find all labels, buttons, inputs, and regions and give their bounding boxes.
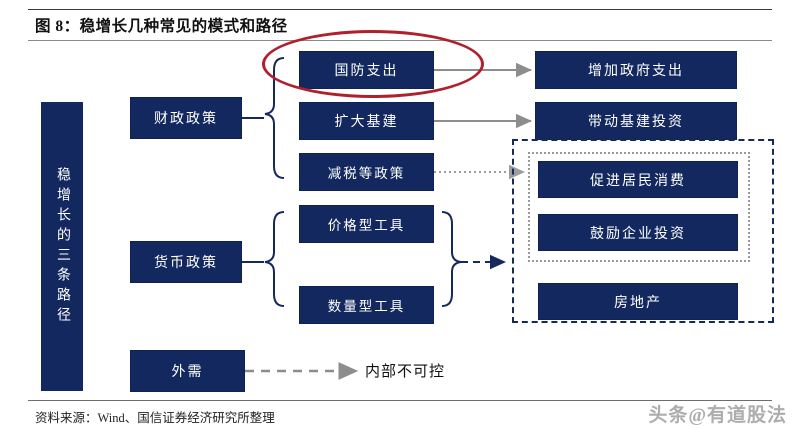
node-price-based-tools-label: 价格型工具 [327, 218, 406, 233]
node-expand-infrastructure-label: 扩大基建 [334, 115, 399, 130]
source-note: 资料来源：Wind、国信证券经济研究所整理 [35, 411, 275, 425]
group-consumption-investment-dotted [528, 152, 750, 262]
highlight-ellipse-defense-spending [262, 30, 484, 98]
node-real-estate[interactable]: 房地产 [538, 283, 738, 320]
node-monetary-policy-label: 货币政策 [154, 256, 218, 271]
node-increase-government-spending-label: 增加政府支出 [588, 64, 684, 79]
node-tax-cut-policies[interactable]: 减税等政策 [299, 153, 434, 191]
node-external-demand-label: 外需 [171, 365, 204, 380]
node-promote-household-consumption-label: 促进居民消费 [590, 173, 686, 189]
footer-rule [28, 400, 772, 401]
node-tax-cut-policies-label: 减税等政策 [327, 166, 406, 181]
node-real-estate-label: 房地产 [614, 295, 662, 311]
node-encourage-corporate-investment-label: 鼓励企业投资 [590, 226, 686, 242]
brace-monetary-merge [441, 211, 462, 307]
node-monetary-policy[interactable]: 货币政策 [130, 241, 242, 283]
brace-monetary [264, 211, 285, 307]
node-fiscal-policy[interactable]: 财政政策 [130, 97, 242, 139]
node-quantity-based-tools-label: 数量型工具 [327, 299, 406, 314]
spine-stable-growth-paths: 稳增长的三条路径 [41, 102, 83, 391]
node-drive-infrastructure-investment[interactable]: 带动基建投资 [535, 102, 737, 140]
node-fiscal-policy-label: 财政政策 [154, 112, 218, 127]
node-external-demand[interactable]: 外需 [130, 350, 245, 392]
node-promote-household-consumption[interactable]: 促进居民消费 [538, 161, 738, 198]
node-expand-infrastructure[interactable]: 扩大基建 [299, 102, 434, 140]
watermark: 头条@有道股法 [648, 405, 787, 426]
spine-label: 稳增长的三条路径 [55, 166, 70, 327]
node-price-based-tools[interactable]: 价格型工具 [299, 205, 434, 243]
node-quantity-based-tools[interactable]: 数量型工具 [299, 286, 434, 324]
node-increase-government-spending[interactable]: 增加政府支出 [535, 51, 737, 89]
figure-title: 图 8：稳增长几种常见的模式和路径 [35, 18, 288, 35]
header-rule-top [28, 9, 772, 10]
annotation-external-uncontrollable: 内部不可控 [365, 364, 446, 380]
node-drive-infrastructure-investment-label: 带动基建投资 [588, 115, 684, 130]
group-domestic-demand-dashed [512, 139, 774, 323]
node-encourage-corporate-investment[interactable]: 鼓励企业投资 [538, 214, 738, 251]
